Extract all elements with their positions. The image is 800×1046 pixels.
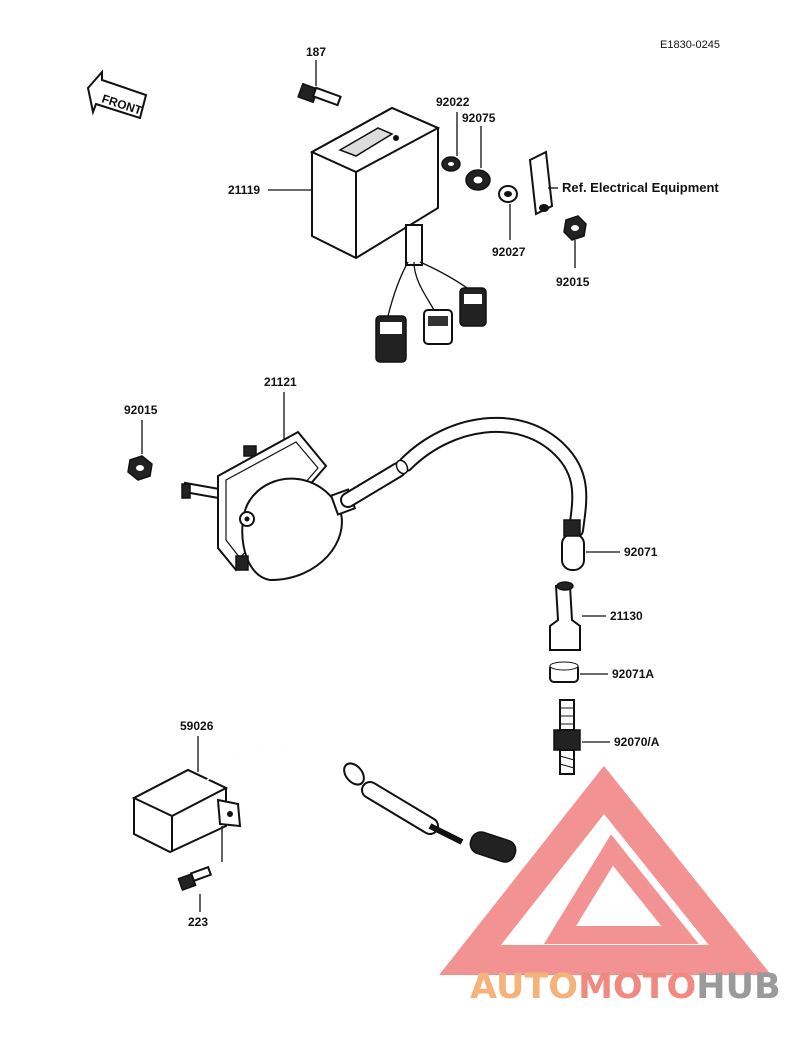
label-223: 223 <box>188 915 208 929</box>
cdi-unit-21119-icon <box>309 106 487 363</box>
reference-label: Ref. Electrical Equipment <box>562 180 719 195</box>
ignition-coil-21121-icon <box>181 430 357 582</box>
watermark-auto: AUTO <box>470 967 578 1007</box>
diagram-code: E1830-0245 <box>660 39 720 51</box>
regulator-59026-icon <box>131 746 517 863</box>
label-92015-top: 92015 <box>556 275 590 289</box>
washer-92022-icon <box>441 156 461 172</box>
label-92071A: 92071A <box>612 667 654 681</box>
watermark-hub: HUB <box>696 967 780 1007</box>
bolt-187-icon <box>297 82 342 107</box>
label-92075: 92075 <box>462 111 496 125</box>
watermark-text: AUTOMOTOHUB <box>470 967 781 1007</box>
nut-92015-left-icon <box>127 455 153 481</box>
grommet-92075-icon <box>465 169 491 191</box>
high-tension-lead-icon <box>340 416 588 538</box>
spark-plug-92070-icon <box>553 699 581 775</box>
nut-92015-icon <box>563 215 587 241</box>
label-92071: 92071 <box>624 545 658 559</box>
front-arrow-icon: FRONT <box>86 69 148 120</box>
collar-92027-icon <box>498 185 518 203</box>
cap-92071-icon <box>561 519 585 571</box>
watermark-moto: MOTO <box>578 967 696 1007</box>
label-21119: 21119 <box>228 183 260 197</box>
bolt-223-icon <box>177 865 213 891</box>
label-92022: 92022 <box>436 95 470 109</box>
label-187: 187 <box>306 45 326 59</box>
label-59026: 59026 <box>180 719 214 733</box>
label-92070A: 92070/A <box>614 735 660 749</box>
label-92015-left: 92015 <box>124 403 158 417</box>
label-92027: 92027 <box>492 245 526 259</box>
label-21130: 21130 <box>610 609 643 623</box>
bracket-icon <box>528 150 554 216</box>
watermark-logo-icon <box>439 765 772 975</box>
plug-cap-21130-icon <box>549 581 581 651</box>
label-21121: 21121 <box>264 375 297 389</box>
ring-92071A-icon <box>549 661 579 683</box>
